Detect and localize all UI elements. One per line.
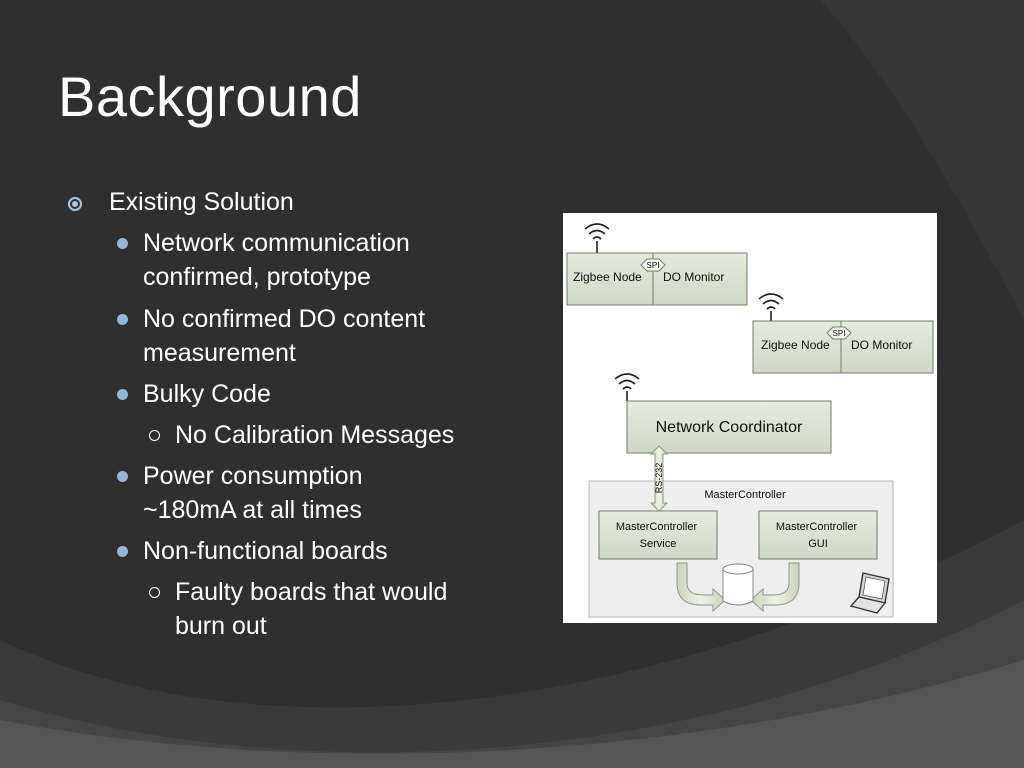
rs232-link: RS-232 — [649, 445, 669, 512]
database-icon — [722, 563, 754, 606]
bullet-marker-level2 — [117, 471, 128, 482]
wireless-signal-icon — [584, 223, 610, 261]
sensor-node-1: Zigbee Node DO Monitor SPI — [566, 252, 748, 306]
bullet-marker-level2 — [117, 314, 128, 325]
bullet-text: Existing Solution — [109, 188, 294, 216]
bullet-marker-level2 — [117, 389, 128, 400]
bullet-text: No Calibration Messages — [175, 421, 455, 449]
bullet-marker-level2 — [117, 546, 128, 557]
rs232-label: RS-232 — [654, 463, 664, 494]
service-label: MasterController Service — [616, 521, 700, 550]
slide-title: Background — [58, 65, 362, 128]
coordinator-label: Network Coordinator — [656, 419, 803, 436]
bullet-text: Faulty boards that would burn out — [175, 578, 448, 640]
wireless-signal-icon — [614, 373, 640, 401]
bullet-text: Bulky Code — [143, 380, 271, 408]
node2-monitor-label: DO Monitor — [851, 338, 912, 352]
network-coordinator-box: Network Coordinator — [626, 400, 832, 454]
bullet-marker-level3 — [149, 587, 160, 598]
bullet-marker-level2 — [117, 238, 128, 249]
bullet-marker-level3 — [149, 430, 160, 441]
bullet-text: Network communication confirmed, prototy… — [143, 229, 410, 291]
bullet-text: No confirmed DO content measurement — [143, 305, 426, 367]
bullet-text: Power consumption ~180mA at all times — [143, 462, 363, 524]
node2-spi-label: SPI — [833, 329, 846, 338]
node1-monitor-label: DO Monitor — [663, 270, 724, 284]
node2-zigbee-label: Zigbee Node — [761, 338, 830, 352]
node1-spi-label: SPI — [647, 261, 660, 270]
master-controller-title: MasterController — [704, 489, 786, 501]
laptop-icon — [849, 572, 890, 614]
sensor-node-2: Zigbee Node DO Monitor SPI — [752, 320, 934, 374]
node1-zigbee-label: Zigbee Node — [573, 270, 642, 284]
bullet-marker-level1 — [68, 197, 82, 211]
gui-label: MasterController GUI — [776, 521, 860, 550]
network-diagram: Zigbee Node DO Monitor SPI Zigbee Node D… — [563, 213, 937, 623]
bullet-text: Non-functional boards — [143, 537, 388, 565]
master-controller-panel: MasterController MasterController Servic… — [588, 480, 894, 618]
